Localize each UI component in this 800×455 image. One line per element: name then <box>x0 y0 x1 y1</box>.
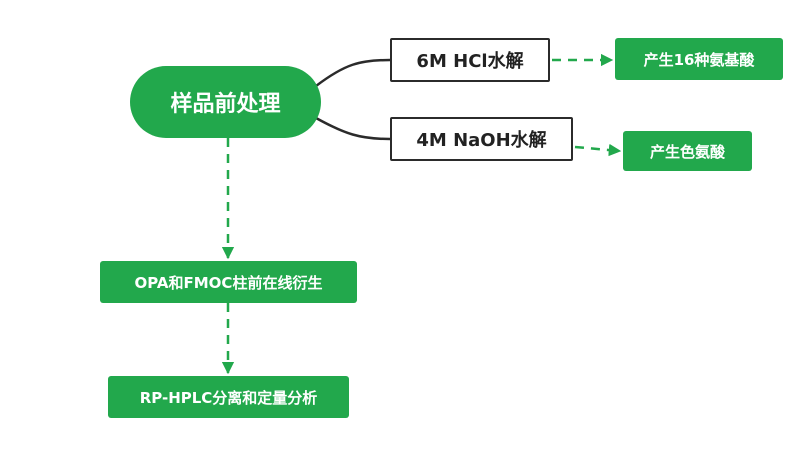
branch-line-hcl <box>315 58 391 87</box>
tryptophan-node: 产生色氨酸 <box>623 131 752 171</box>
naoh-hydrolysis-node: 4M NaOH水解 <box>390 117 573 161</box>
rp-hplc-analysis-node: RP-HPLC分离和定量分析 <box>108 376 349 418</box>
hcl-hydrolysis-node: 6M HCl水解 <box>390 38 550 82</box>
branch-line-naoh <box>315 116 391 141</box>
sample-preparation-node: 样品前处理 <box>130 66 321 138</box>
sixteen-amino-acids-node: 产生16种氨基酸 <box>615 38 783 80</box>
arrow-naoh-to-trp <box>574 143 622 157</box>
opa-fmoc-derivatization-node: OPA和FMOC柱前在线衍生 <box>100 261 357 303</box>
